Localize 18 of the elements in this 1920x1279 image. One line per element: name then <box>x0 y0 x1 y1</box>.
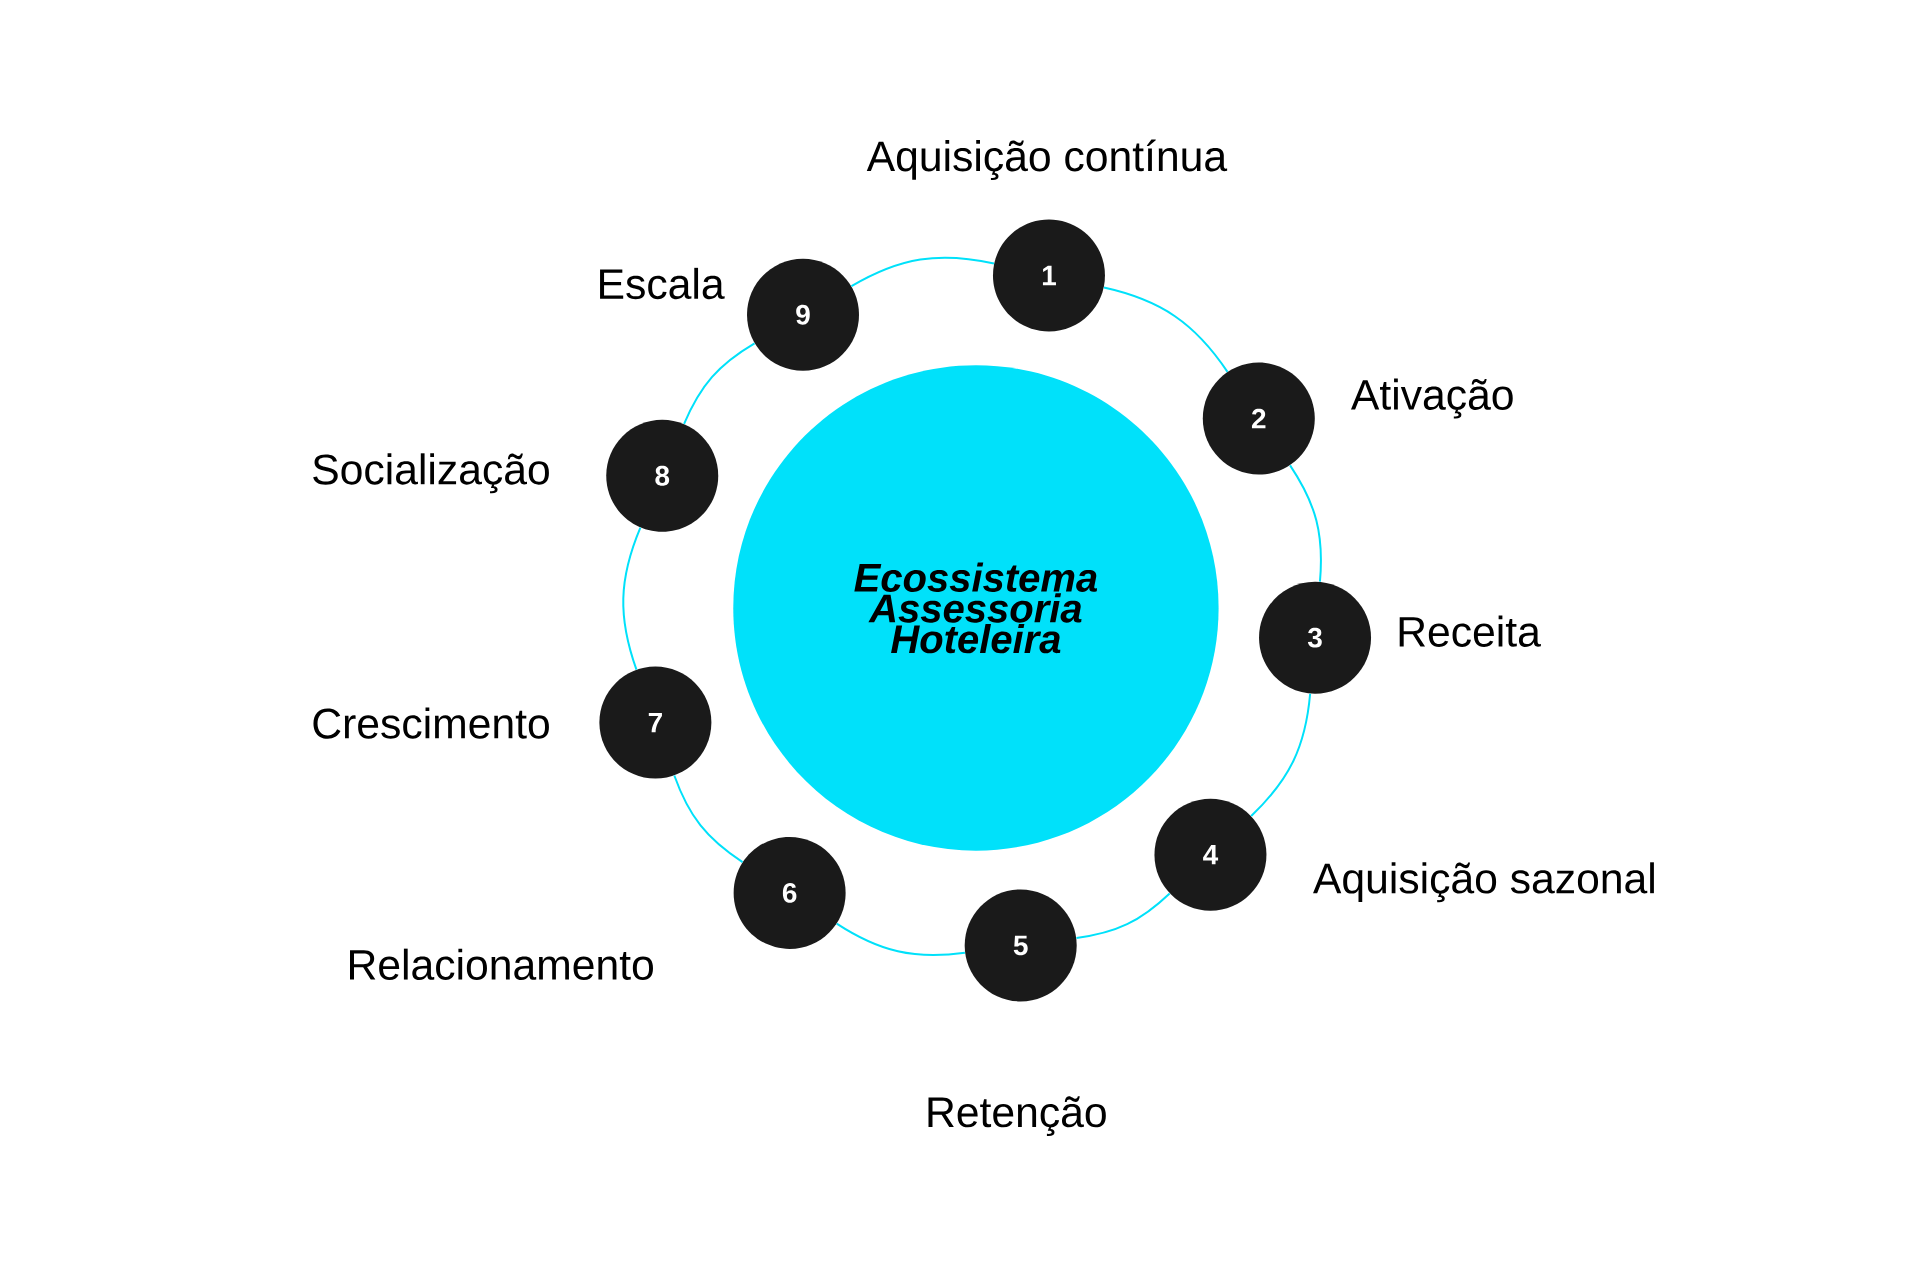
ring-arc <box>1102 286 1229 373</box>
ring-arc <box>835 922 966 957</box>
stage-label: Aquisição contínua <box>866 139 1228 181</box>
stage-label: Receita <box>1399 615 1541 647</box>
ring-arc <box>1250 692 1312 817</box>
stage-label: Relacionamento <box>350 948 653 980</box>
ring-arc <box>1289 464 1322 583</box>
stage-label: Retenção <box>928 1096 1106 1136</box>
stage-label: Aquisição sazonal <box>1313 862 1654 903</box>
stage-label: Escala <box>600 267 725 300</box>
ring-arc <box>673 774 744 864</box>
ring-arc <box>683 342 756 425</box>
stage-label: Crescimento <box>313 707 549 739</box>
ring-arc <box>850 256 995 288</box>
ring-arc <box>1075 892 1171 939</box>
stage-label: Socialização <box>313 453 549 494</box>
ring-arc <box>622 526 642 671</box>
stage-label: Ativação <box>1351 378 1513 419</box>
